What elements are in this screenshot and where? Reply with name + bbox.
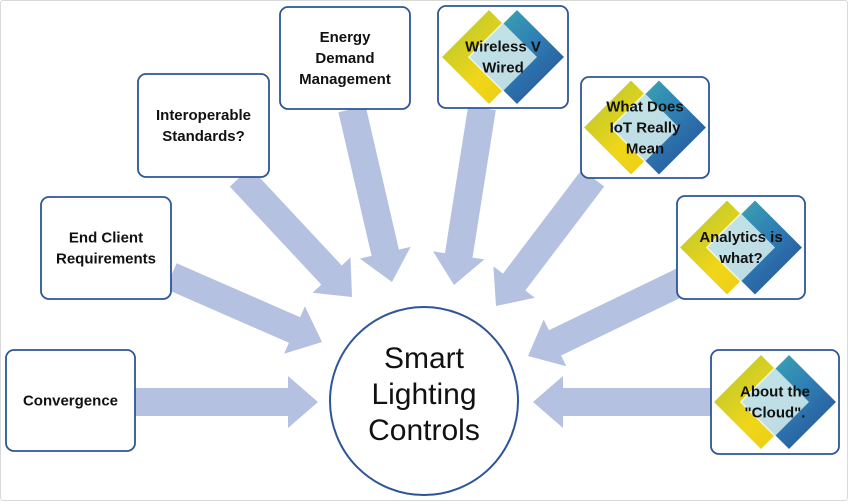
node-label-line: Analytics is bbox=[699, 229, 782, 246]
node-box bbox=[40, 196, 172, 300]
node-convergence: Convergence bbox=[5, 349, 136, 452]
node-label-line: Convergence bbox=[23, 393, 118, 410]
node-label-line: what? bbox=[718, 250, 762, 267]
diamond-overlap bbox=[611, 93, 679, 162]
node-label-line: Wireless V bbox=[465, 39, 541, 56]
node-label-line: Mean bbox=[626, 141, 664, 158]
node-label-line: IoT Really bbox=[610, 120, 682, 137]
node-label-line: Energy bbox=[320, 29, 372, 46]
node-label-line: Wired bbox=[482, 60, 524, 77]
center-title-line: Smart bbox=[384, 342, 465, 375]
node-box bbox=[279, 6, 411, 110]
arrow-analytics-is-what bbox=[528, 268, 690, 367]
arrow-end-client-requirements bbox=[165, 263, 322, 354]
arrow-convergence bbox=[135, 376, 318, 428]
node-label-line: Management bbox=[299, 71, 391, 88]
arrows-layer bbox=[135, 105, 711, 428]
node-label-line: What Does bbox=[606, 99, 684, 116]
arrow-energy-demand-management bbox=[338, 105, 411, 282]
center-circle bbox=[329, 306, 519, 496]
node-analytics-is-what: Analytics is what? bbox=[676, 195, 806, 300]
node-about-the-cloud: About the "Cloud". bbox=[710, 349, 840, 455]
center-title-line: Lighting bbox=[371, 378, 476, 411]
diamond-overlap bbox=[707, 213, 775, 282]
diamond-overlap bbox=[469, 23, 537, 91]
node-box bbox=[137, 73, 270, 178]
arrow-about-the-cloud bbox=[533, 376, 711, 428]
node-label-line: "Cloud". bbox=[745, 405, 806, 422]
center-title-line: Controls bbox=[368, 414, 480, 447]
arrow-wireless-v-wired bbox=[433, 105, 496, 285]
arrow-interoperable-standards bbox=[229, 167, 352, 297]
node-label-line: Demand bbox=[315, 50, 374, 67]
node-label-line: About the bbox=[740, 384, 810, 401]
diamond-overlap bbox=[741, 368, 809, 436]
node-wireless-v-wired: Wireless V Wired bbox=[437, 5, 569, 109]
node-label-line: Standards? bbox=[162, 128, 245, 145]
node-box bbox=[5, 349, 136, 452]
node-label-line: End Client bbox=[69, 230, 143, 247]
arrow-what-does-iot-really-mean bbox=[493, 169, 605, 306]
node-label-line: Requirements bbox=[56, 251, 156, 268]
node-label-line: Interoperable bbox=[156, 107, 251, 124]
